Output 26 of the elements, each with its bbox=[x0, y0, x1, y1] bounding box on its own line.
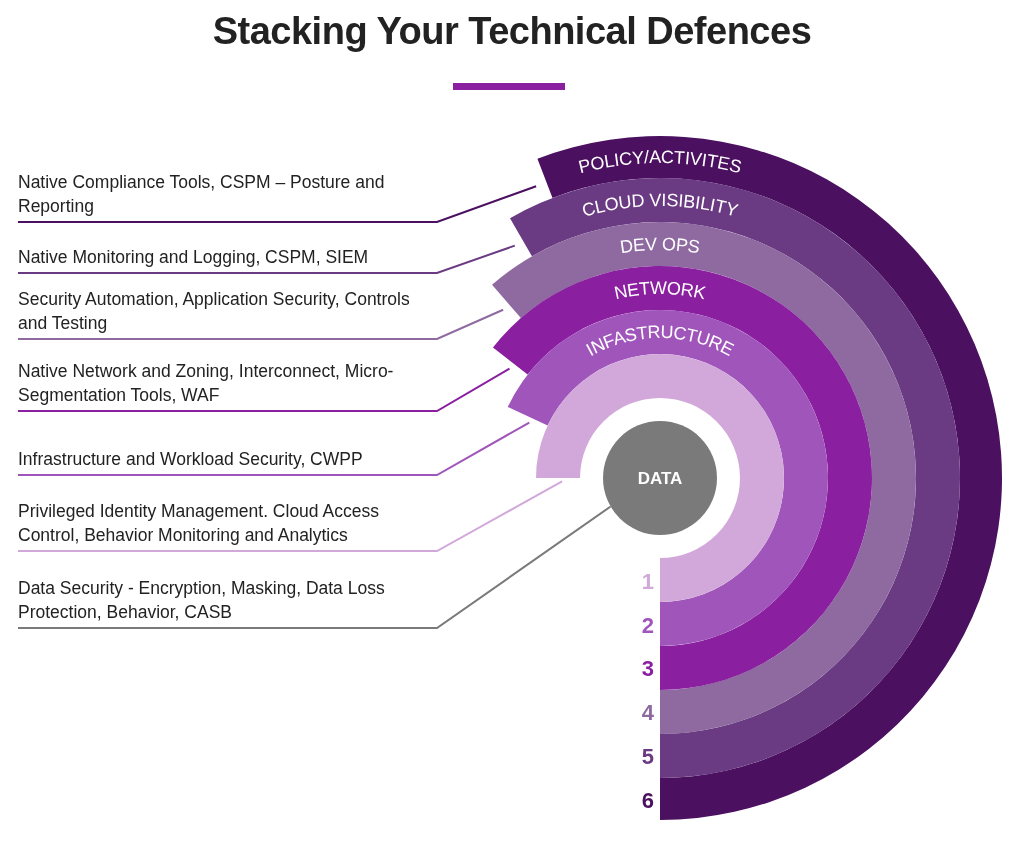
leader-line bbox=[17, 308, 505, 340]
ring-number: 6 bbox=[641, 787, 654, 813]
ring-label: CLOUD VISIBILITY bbox=[579, 189, 741, 221]
description-text: Native Compliance Tools, CSPM – Posture and Reporting bbox=[18, 170, 413, 222]
ring-number: 3 bbox=[641, 655, 654, 681]
ring-number: 2 bbox=[641, 612, 654, 638]
ring-label: DEV OPS bbox=[618, 233, 702, 258]
leader-line bbox=[17, 421, 531, 476]
description-text: Native Network and Zoning, Interconnect, Micro-Segmentation Tools, WAF bbox=[18, 359, 413, 411]
description-text: Infrastructure and Workload Security, CWPP bbox=[18, 447, 413, 475]
ring-number: 1 bbox=[641, 568, 654, 594]
circle-label: DATA bbox=[637, 468, 683, 488]
leader-line bbox=[17, 505, 612, 629]
ring-number: 4 bbox=[641, 699, 654, 725]
ring-label: NETWORK bbox=[612, 277, 708, 304]
description-text: Data Security - Encryption, Masking, Data Loss Protection, Behavior, CASB bbox=[18, 576, 413, 628]
description-text: Privileged Identity Management. Cloud Access Control, Behavior Monitoring and Analytics bbox=[18, 499, 413, 551]
leader-line bbox=[17, 244, 516, 274]
title: Stacking Your Technical Defences bbox=[211, 10, 813, 53]
leader-line bbox=[17, 367, 511, 412]
ring-number: 5 bbox=[641, 743, 654, 769]
ring-label: POLICY/ACTIVITES bbox=[576, 146, 744, 178]
leader-line bbox=[17, 185, 538, 223]
leader-line bbox=[17, 480, 564, 552]
description-text: Security Automation, Application Security, Controls and Testing bbox=[18, 287, 413, 339]
description-text: Native Monitoring and Logging, CSPM, SIEM bbox=[18, 245, 413, 273]
